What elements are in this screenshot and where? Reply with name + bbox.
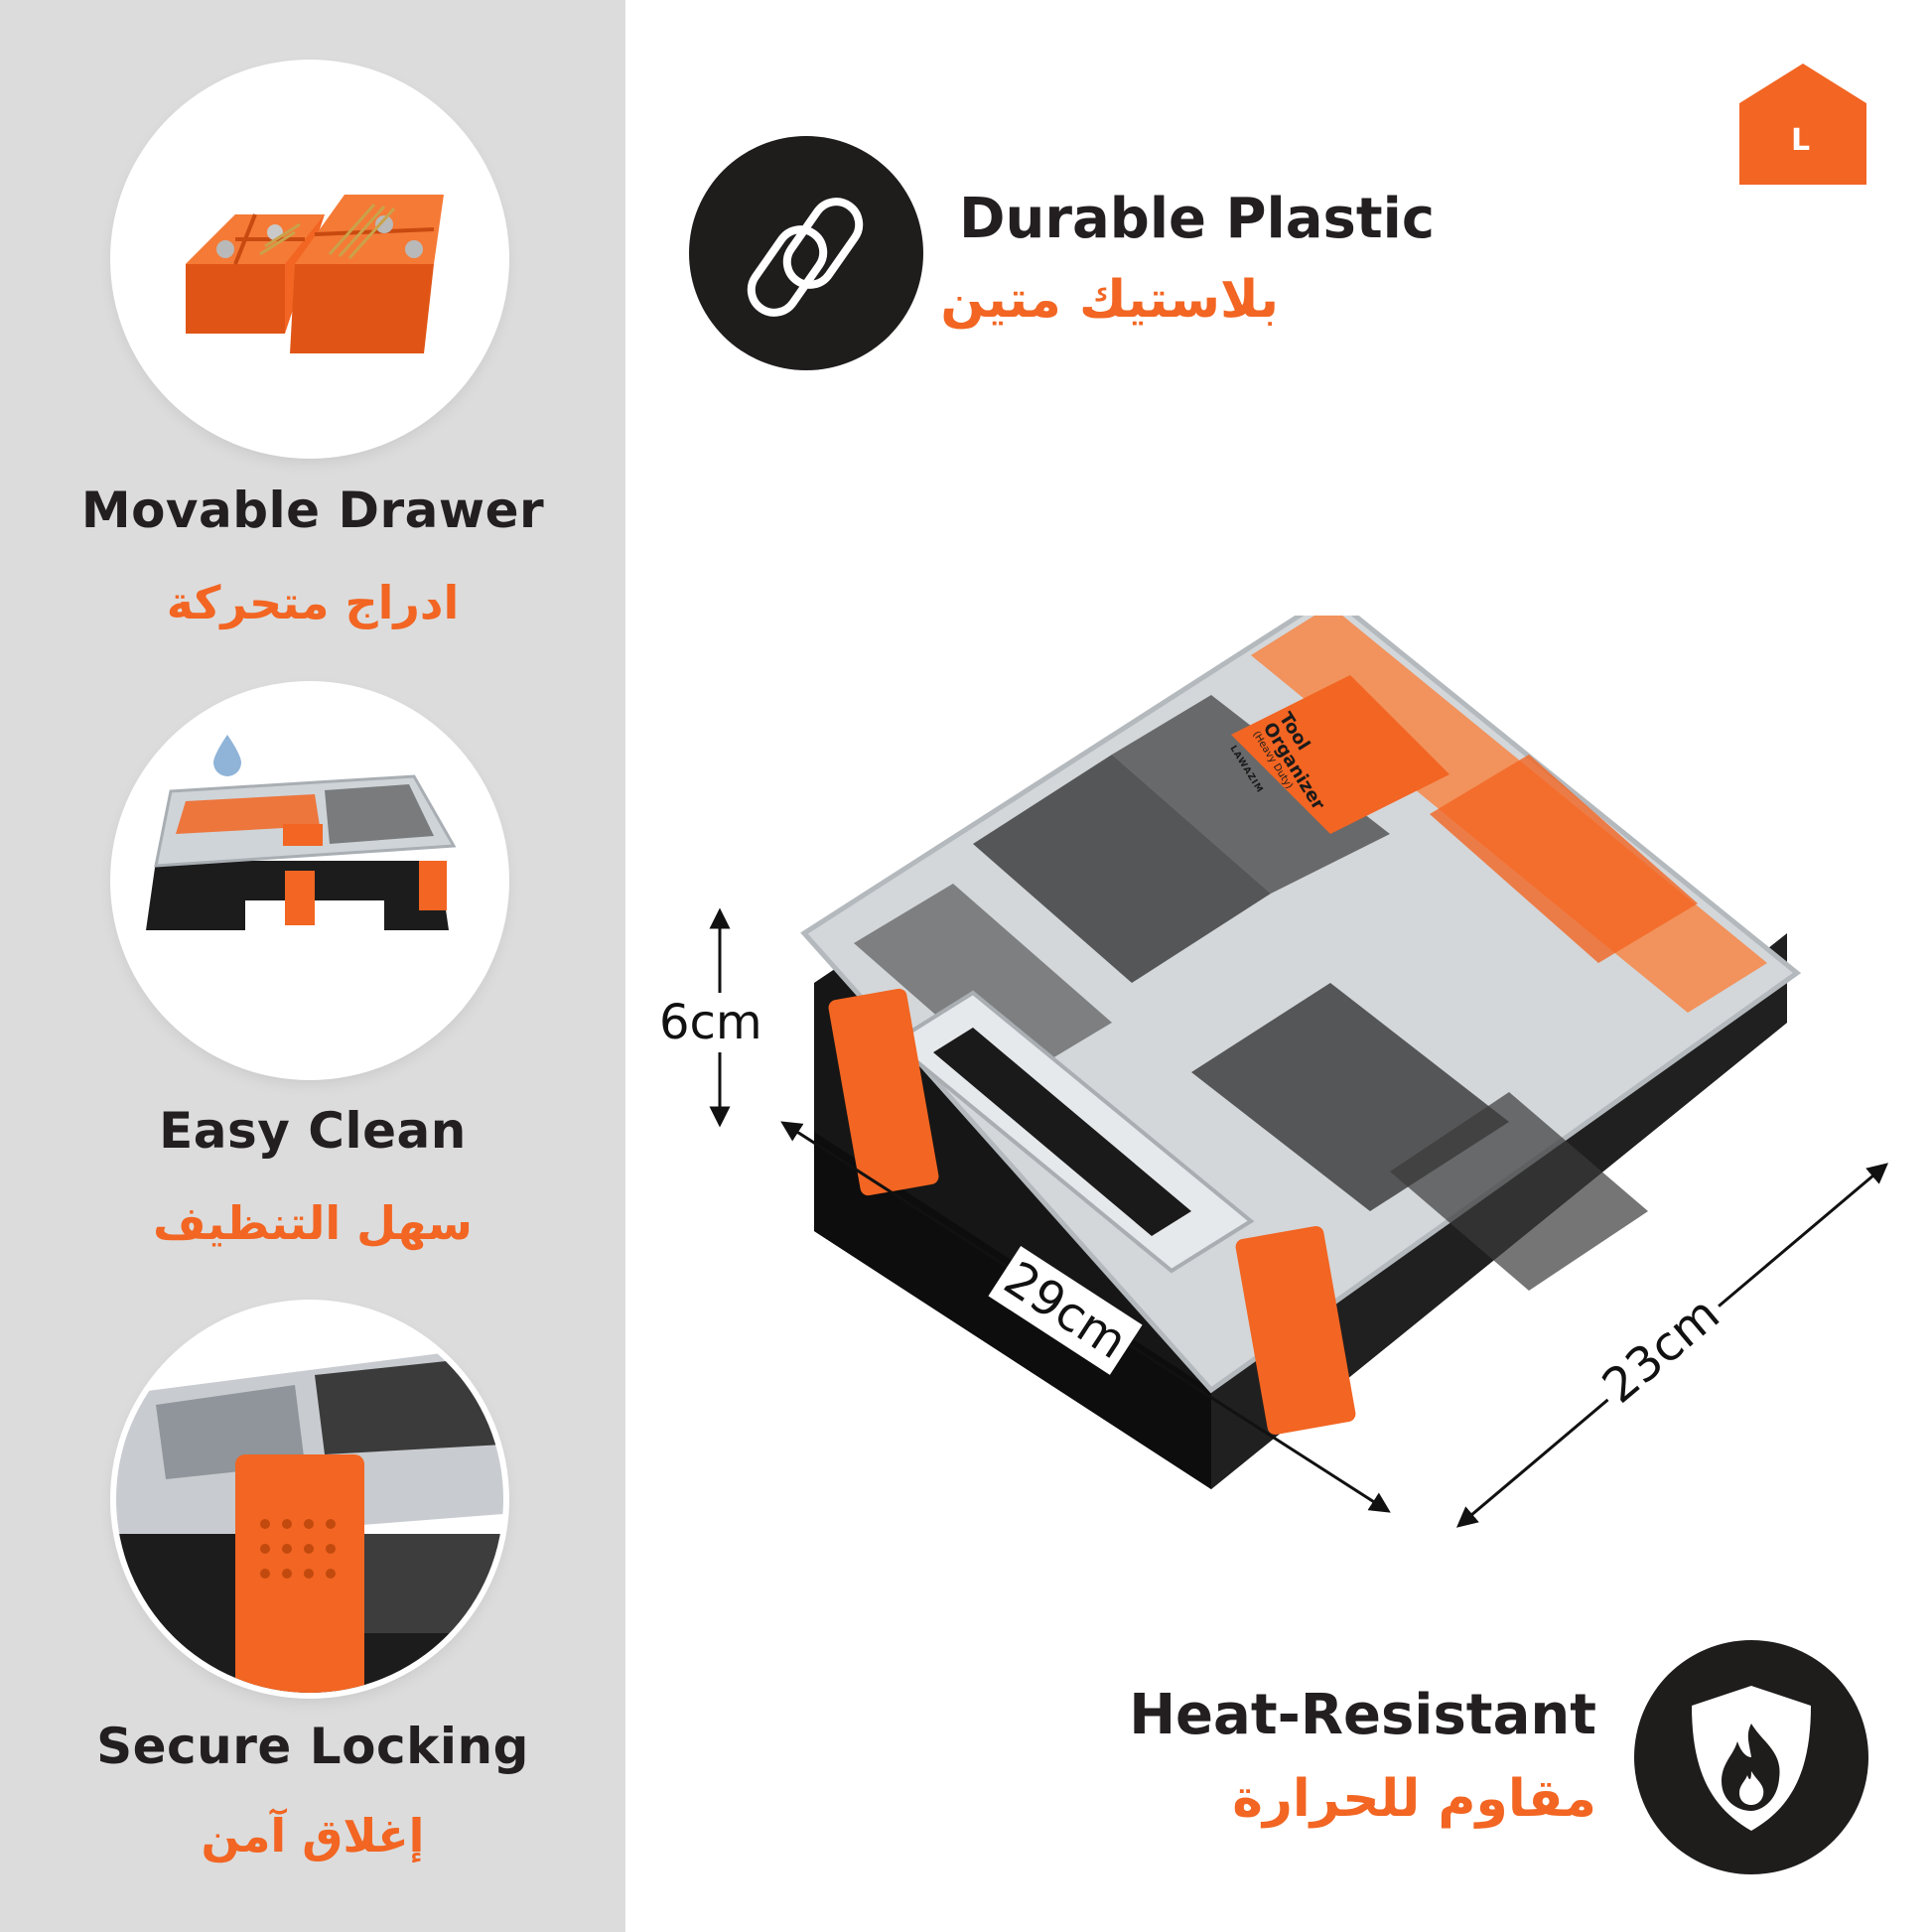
feature-title-en: Movable Drawer [80,482,545,539]
feature-sidebar: Movable Drawer ادراج متحركة Easy Clean س… [0,0,625,1932]
easy-clean-image [116,687,503,1074]
secure-locking-image [116,1306,503,1693]
durable-plastic-title-ar: بلاستيك متين [940,270,1279,330]
chain-link-icon [689,136,923,370]
feature-title-ar: ادراج متحركة [166,576,460,629]
heat-resistant-title-ar: مقاوم للحرارة [1232,1769,1596,1829]
fire-shield-icon [1634,1640,1868,1874]
feature-title-en: Secure Locking [96,1718,529,1775]
feature-title-en: Easy Clean [159,1102,467,1160]
durable-plastic-title-en: Durable Plastic [959,187,1436,251]
heat-resistant-title-en: Heat-Resistant [1129,1683,1596,1747]
brand-logo: L [1739,64,1866,185]
feature-title-ar: إغلاق آمن [201,1809,425,1863]
feature-title-ar: سهل التنظيف [153,1196,473,1250]
brand-logo-letter: L [1791,123,1811,158]
movable-drawer-image [116,66,503,453]
height-dimension: 6cm [655,993,766,1052]
